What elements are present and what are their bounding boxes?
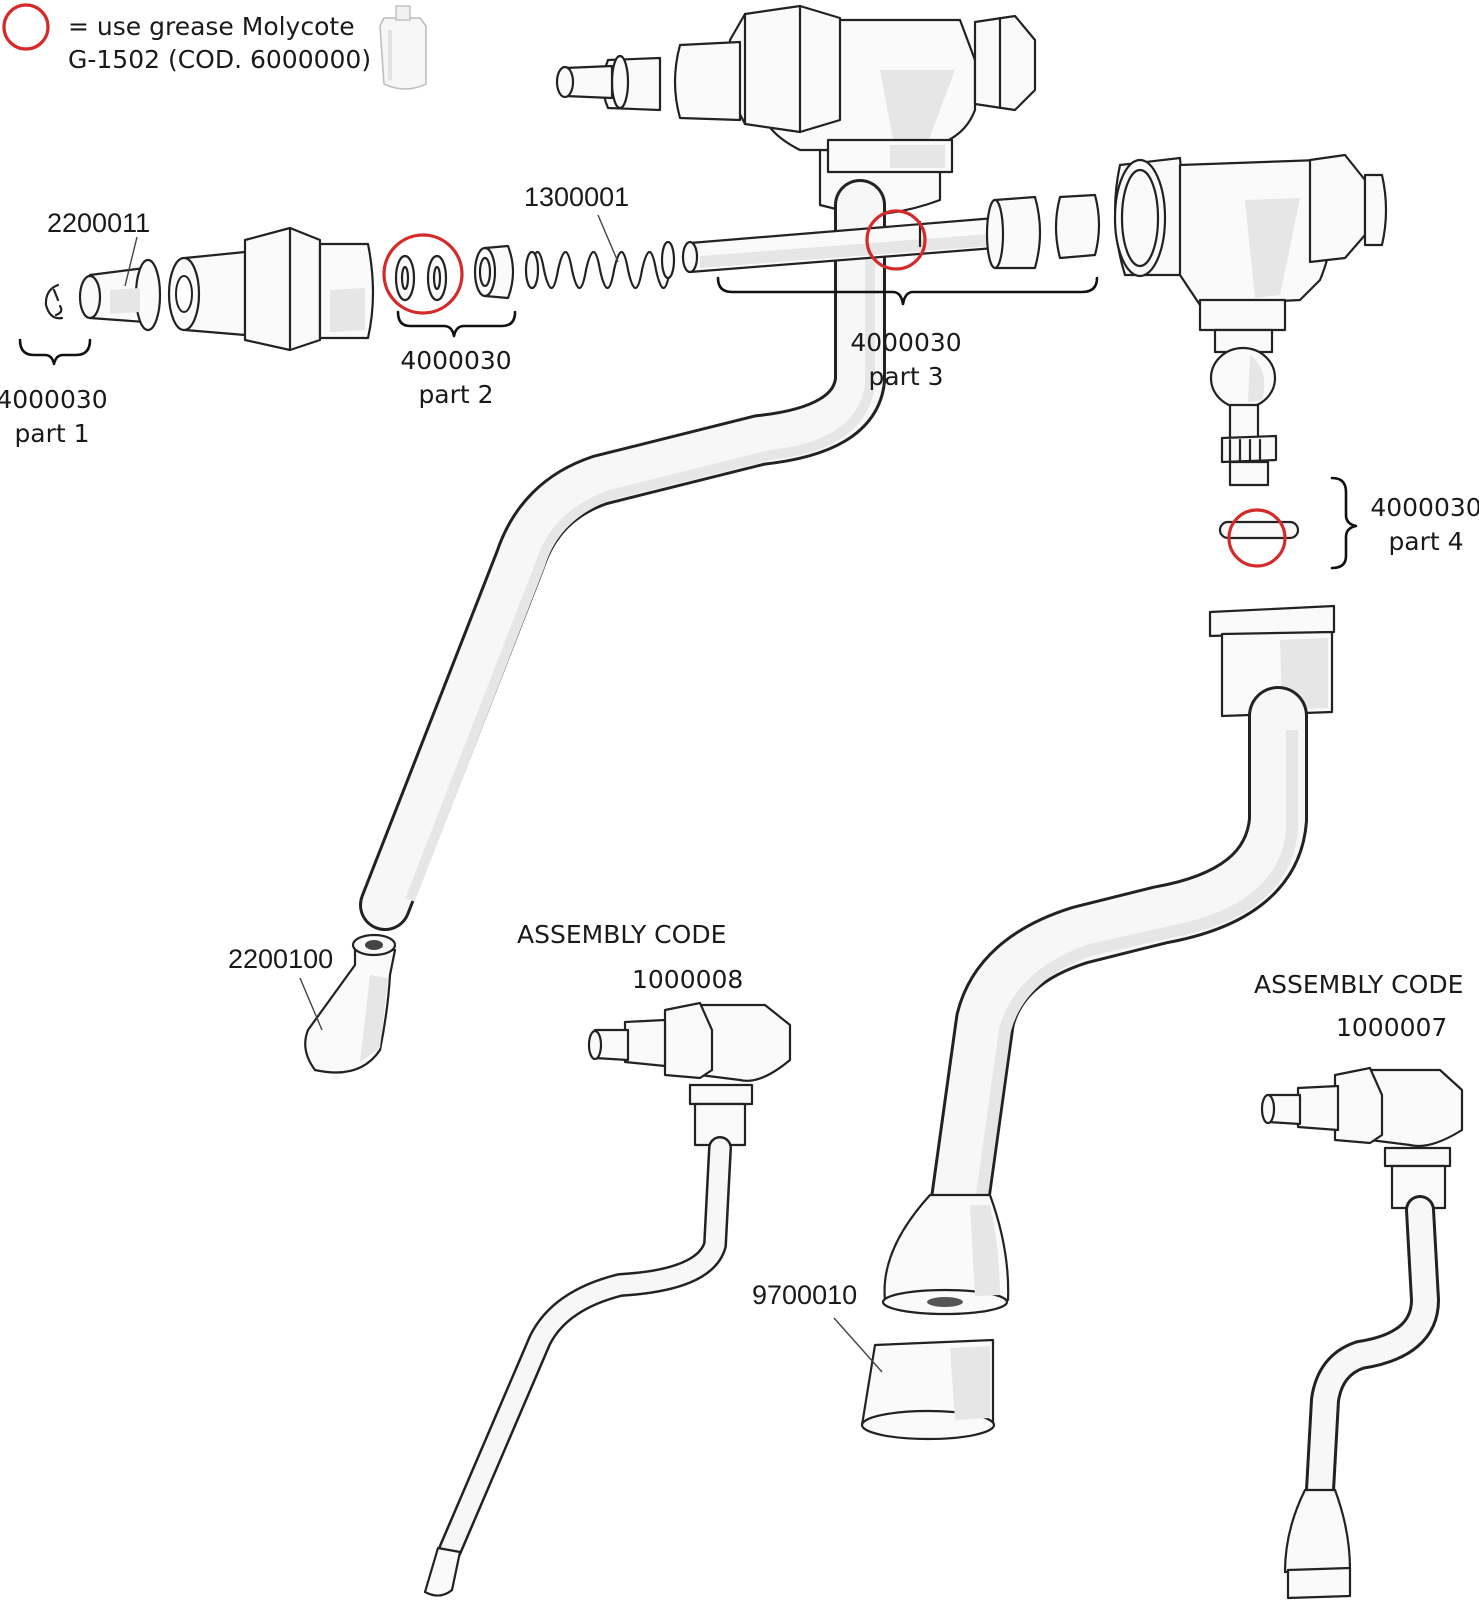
grease-marker-sample: [2, 3, 50, 51]
steam-wand-main: [359, 179, 886, 931]
callout-1300001: 1300001: [524, 182, 629, 212]
assembly-1-code: 1000008: [632, 965, 743, 994]
legend: = use grease Molycote G-1502 (COD. 60000…: [2, 3, 427, 90]
part-3-label: part 3: [868, 362, 943, 391]
grease-marker-o-rings: [382, 233, 464, 315]
part-4-code: 4000030: [1370, 493, 1479, 522]
tip-2200100: [304, 933, 397, 1074]
callouts: 2200011 1300001 2200100 9700010 4000030 …: [0, 182, 1479, 1310]
main-tee-valve: [555, 4, 1037, 217]
part-2-label: part 2: [418, 380, 493, 409]
assembly-1000007-drawing: [1260, 1066, 1464, 1600]
assembly-labels: ASSEMBLY CODE 1000008 ASSEMBLY CODE 1000…: [517, 920, 1463, 1042]
bushing-2200011: [78, 258, 162, 332]
valve-stem-rod: [681, 193, 1101, 274]
spacer-ring: [473, 244, 515, 300]
callout-2200100: 2200100: [228, 944, 333, 974]
part-4-label: part 4: [1388, 527, 1463, 556]
part-1-label: part 1: [14, 419, 89, 448]
legend-line-1: = use grease Molycote: [68, 12, 355, 41]
threaded-fitting: [167, 226, 375, 352]
assembly-1-title: ASSEMBLY CODE: [517, 920, 726, 949]
bracket-part-4: [1330, 476, 1358, 570]
part-2-code: 4000030: [400, 346, 511, 375]
circlip: [44, 283, 64, 320]
o-rings-pair: [394, 254, 448, 302]
assembly-2-title: ASSEMBLY CODE: [1254, 970, 1463, 999]
o-ring-part-4: [1218, 520, 1300, 540]
steam-wand-right: [881, 604, 1336, 1316]
grease-marker-part-4: [1227, 508, 1287, 568]
right-tee-valve: [1113, 153, 1388, 487]
callout-2200011: 2200011: [47, 208, 150, 238]
brackets: [18, 276, 1358, 570]
bracket-part-3: [716, 276, 1099, 306]
part-1-code: 4000030: [0, 385, 108, 414]
legend-line-2: G-1502 (COD. 6000000): [68, 45, 371, 74]
tip-9700010: [860, 1338, 996, 1441]
bracket-part-2: [396, 310, 517, 338]
leader-lines: [124, 214, 883, 1373]
assembly-1000008-drawing: [423, 1001, 792, 1597]
callout-9700010: 9700010: [752, 1280, 857, 1310]
grease-markers: [382, 209, 1287, 568]
bracket-part-1: [18, 338, 92, 366]
spring-1300001: [524, 240, 676, 290]
part-3-code: 4000030: [850, 328, 961, 357]
grease-marker-rod: [865, 209, 927, 271]
assembly-2-code: 1000007: [1336, 1013, 1447, 1042]
grease-tube-icon: [379, 5, 427, 90]
